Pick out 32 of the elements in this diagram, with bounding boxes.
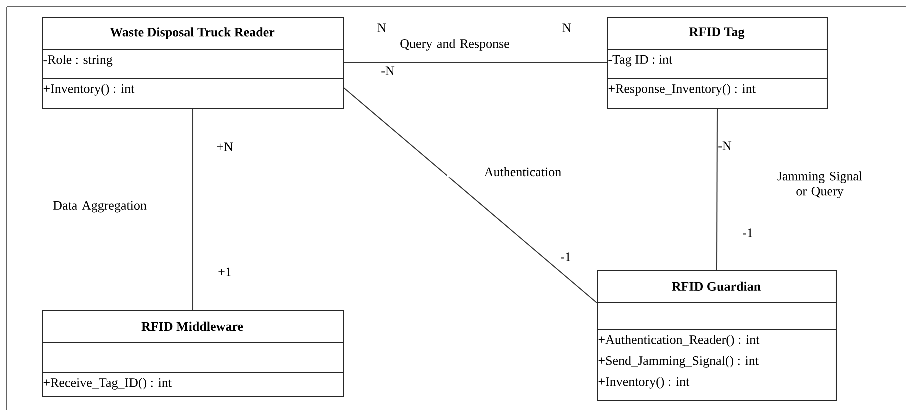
- association-line: [344, 88, 598, 304]
- class-name: RFID Tag: [689, 28, 745, 40]
- class-name: RFID Middleware: [142, 322, 244, 332]
- association-line: [716, 108, 718, 270]
- multiplicity-label: -1: [561, 252, 571, 262]
- association-label: Authentication: [484, 167, 562, 177]
- class-box: [42, 310, 344, 397]
- association-label: Data Aggregation: [53, 201, 147, 213]
- class-box: [596, 270, 837, 401]
- method-text: +Send_Jamming_Signal() : int: [598, 356, 759, 368]
- method-text: +Receive_Tag_ID() : int: [44, 378, 172, 390]
- association-line: [344, 62, 608, 64]
- method-text: +Inventory() : int: [598, 377, 690, 389]
- class-name: RFID Guardian: [672, 282, 761, 292]
- attribute-text: -Role : string: [44, 55, 113, 67]
- multiplicity-label: +1: [218, 268, 232, 276]
- association-line: [192, 108, 194, 310]
- multiplicity-label: +N: [217, 142, 234, 152]
- class-box: [42, 17, 344, 109]
- multiplicity-label: -N: [718, 142, 732, 150]
- method-text: +Response_Inventory() : int: [608, 84, 756, 96]
- method-text: +Inventory() : int: [44, 84, 135, 96]
- multiplicity-label: -N: [382, 66, 395, 76]
- multiplicity-label: -1: [743, 228, 753, 238]
- association-label: Jamming Signal or Query: [778, 172, 862, 198]
- association-label: Query and Response: [400, 39, 510, 51]
- method-text: +Authentication_Reader() : int: [598, 335, 760, 347]
- multiplicity-label: N: [378, 24, 386, 32]
- multiplicity-label: N: [562, 24, 572, 32]
- class-box: [606, 17, 828, 109]
- class-name: Waste Disposal Truck Reader: [110, 28, 275, 40]
- attribute-text: -Tag ID : int: [608, 55, 673, 67]
